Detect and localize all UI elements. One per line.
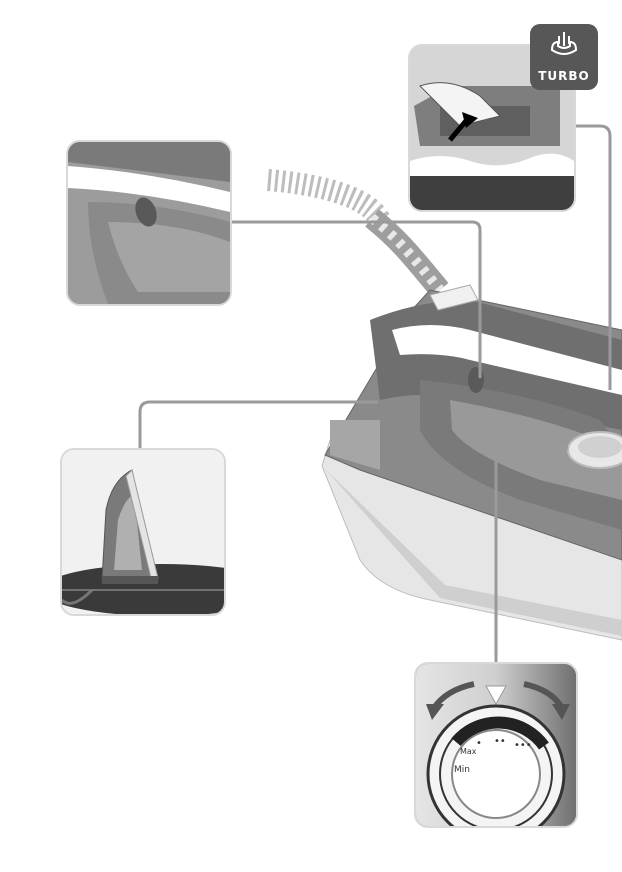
leader-steam-trigger — [232, 222, 480, 378]
temperature-dial-panel: Min Max • •• ••• — [414, 662, 578, 828]
dial-dot-3: ••• — [514, 740, 532, 751]
dial-dot-2: •• — [494, 736, 506, 747]
steam-trigger-closeup — [68, 142, 230, 304]
turbo-label: TURBO — [530, 69, 598, 83]
steam-trigger-closeup-panel — [66, 140, 232, 306]
turbo-badge: TURBO — [530, 24, 598, 90]
steam-turbo-icon — [550, 30, 578, 60]
dial-dot-1: • — [476, 738, 482, 749]
leader-heel-rest — [140, 402, 378, 448]
dial-max-label: Max — [460, 747, 477, 756]
temperature-dial: Min Max • •• ••• — [416, 664, 576, 826]
leader-turbo — [576, 126, 610, 390]
dial-min-label: Min — [454, 765, 470, 775]
leader-temp-dial — [496, 448, 568, 662]
heel-rest-illustration — [62, 450, 224, 614]
heel-rest-panel — [60, 448, 226, 616]
